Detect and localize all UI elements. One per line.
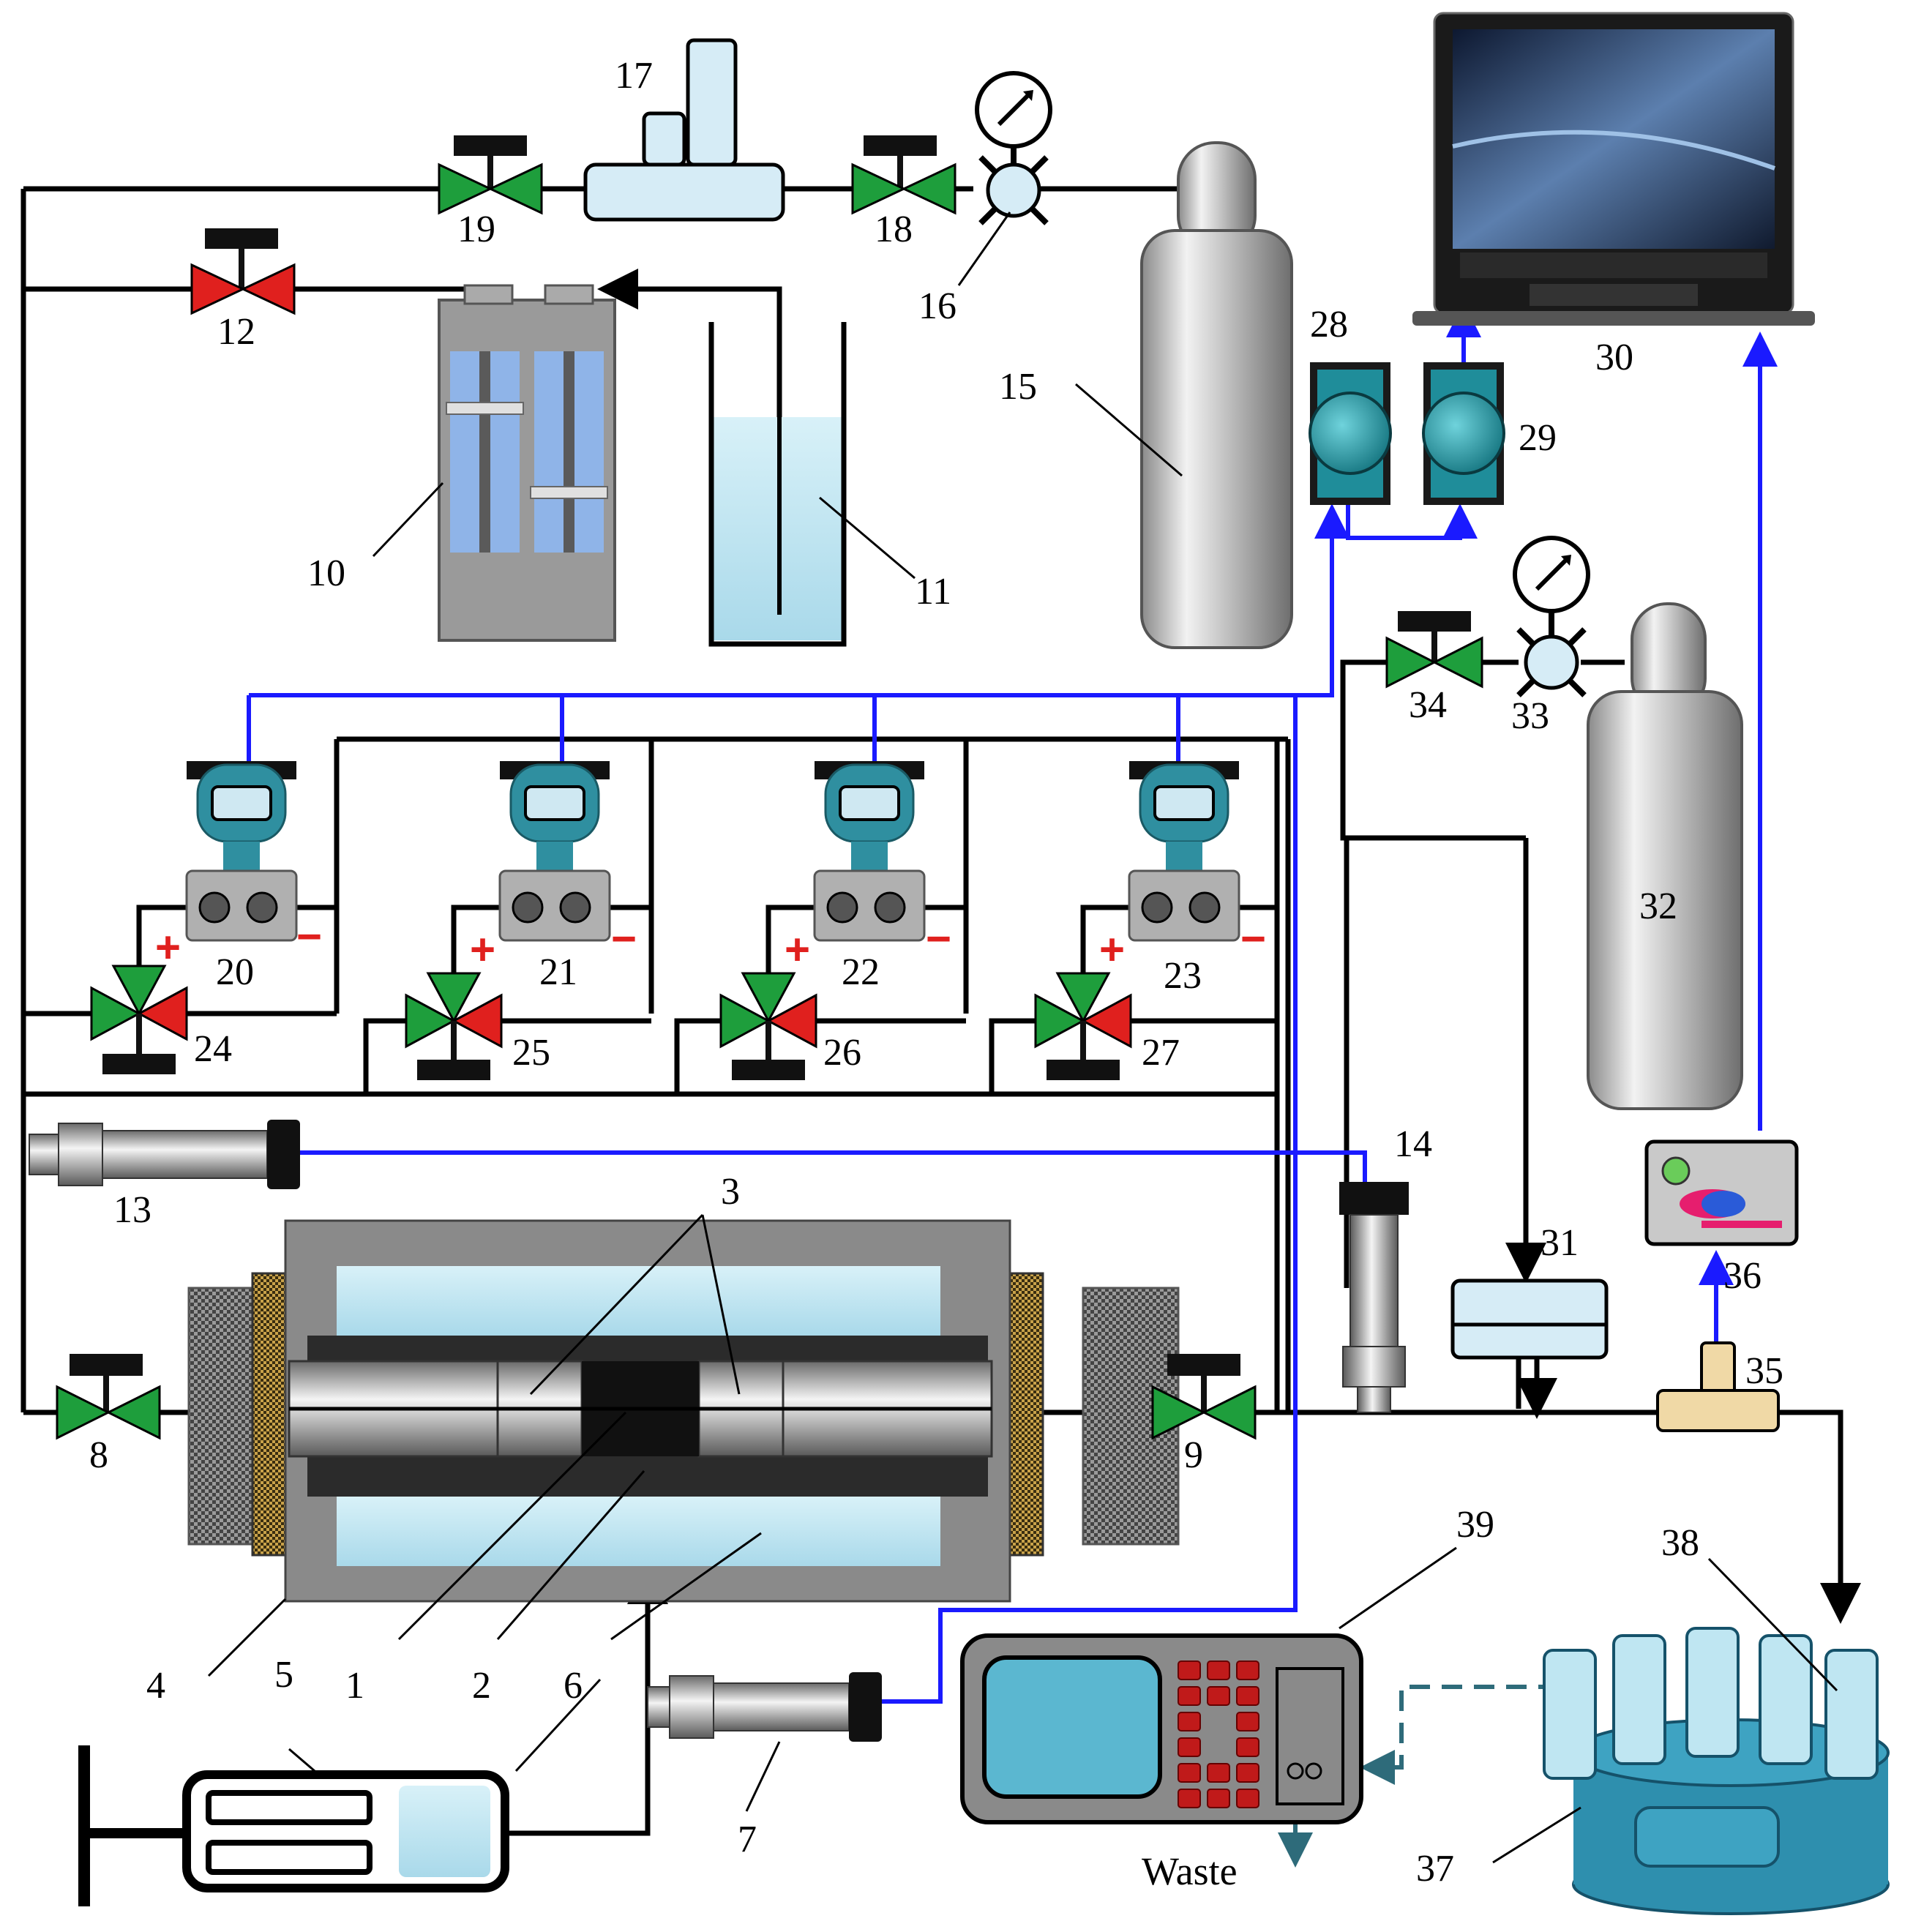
label-7: 7	[738, 1819, 757, 1860]
minus-sign-22: −	[926, 914, 951, 963]
label-29: 29	[1519, 417, 1557, 459]
component-labels: 1 2 3 4 5 6 7 8 9 10 11 12 13 14 15 16 1…	[89, 55, 1783, 1893]
plus-sign-22: +	[785, 925, 810, 974]
label-36: 36	[1723, 1255, 1762, 1297]
flowmeter-display-36	[1644, 1139, 1799, 1246]
label-12: 12	[217, 311, 255, 353]
label-38: 38	[1661, 1522, 1699, 1564]
leader-lines	[207, 211, 1838, 1864]
beaker-11	[708, 322, 847, 647]
pressure-sensor-13	[29, 1120, 300, 1189]
label-13: 13	[113, 1189, 151, 1231]
flow-meter-35	[1656, 1341, 1780, 1432]
three-way-valve-26[interactable]	[719, 972, 817, 1080]
label-9: 9	[1184, 1434, 1203, 1476]
transmitter-20	[185, 761, 298, 942]
valve-8[interactable]	[56, 1354, 161, 1440]
core-holder	[187, 1219, 1180, 1603]
transmitter-23	[1128, 761, 1240, 942]
label-35: 35	[1745, 1350, 1783, 1392]
polarity-signs: + − + − + − + −	[155, 912, 1266, 974]
label-11: 11	[915, 571, 951, 613]
label-25: 25	[512, 1032, 550, 1074]
gas-dryer-17	[583, 38, 785, 222]
plus-sign-20: +	[155, 923, 181, 972]
label-5: 5	[274, 1654, 293, 1696]
label-37: 37	[1416, 1848, 1454, 1890]
plus-sign-21: +	[470, 925, 495, 974]
label-3: 3	[721, 1171, 740, 1213]
pressure-sensor-14	[1339, 1182, 1409, 1413]
minus-sign-21: −	[611, 914, 637, 963]
label-21: 21	[539, 951, 577, 993]
minus-sign-23: −	[1240, 914, 1266, 963]
valve-34[interactable]	[1385, 611, 1483, 689]
label-16: 16	[918, 285, 956, 327]
three-way-valve-24[interactable]	[90, 965, 188, 1074]
label-15: 15	[999, 366, 1037, 408]
label-1: 1	[345, 1665, 364, 1707]
laptop-30[interactable]	[1412, 12, 1815, 326]
gas-cylinder-32	[1587, 602, 1743, 1110]
label-23: 23	[1164, 955, 1202, 997]
label-10: 10	[307, 553, 345, 594]
label-6: 6	[564, 1665, 583, 1707]
data-module-29	[1422, 362, 1505, 505]
valve-12[interactable]	[190, 228, 296, 315]
detector-39[interactable]	[960, 1633, 1363, 1824]
syringe-pump-5[interactable]	[78, 1745, 509, 1906]
data-module-28	[1309, 362, 1392, 505]
label-32: 32	[1639, 886, 1677, 927]
label-8: 8	[89, 1434, 108, 1476]
label-19: 19	[457, 209, 495, 250]
collection-tubes-38	[1543, 1627, 1879, 1780]
minus-sign-20: −	[296, 912, 322, 961]
signal-wires	[247, 302, 1778, 1704]
pressure-regulator-33[interactable]	[1513, 536, 1590, 697]
gas-cylinder-15	[1140, 141, 1293, 649]
valve-18[interactable]	[851, 135, 956, 215]
label-39: 39	[1456, 1504, 1494, 1546]
label-4: 4	[146, 1665, 165, 1707]
label-28: 28	[1310, 304, 1348, 345]
label-31: 31	[1540, 1222, 1579, 1264]
label-26: 26	[823, 1032, 861, 1074]
label-2: 2	[472, 1665, 491, 1707]
valve-19[interactable]	[438, 135, 543, 215]
transmitter-21	[498, 761, 611, 942]
label-14: 14	[1394, 1123, 1432, 1165]
label-20: 20	[216, 951, 254, 993]
label-27: 27	[1142, 1032, 1180, 1074]
separator-31	[1450, 1278, 1609, 1360]
label-18: 18	[875, 209, 913, 250]
transmitter-22	[813, 761, 926, 942]
label-22: 22	[842, 951, 880, 993]
three-way-valve-27[interactable]	[1034, 972, 1132, 1080]
valve-9[interactable]	[1151, 1354, 1257, 1440]
pressure-regulator-16[interactable]	[975, 71, 1052, 225]
label-30: 30	[1595, 337, 1633, 378]
plus-sign-23: +	[1099, 925, 1125, 974]
waste-label: Waste	[1142, 1849, 1238, 1893]
pressure-sensor-7	[647, 1672, 882, 1742]
label-17: 17	[615, 55, 653, 97]
label-24: 24	[194, 1028, 232, 1070]
three-way-valve-25[interactable]	[405, 972, 503, 1080]
humidifier-10	[438, 284, 616, 642]
label-34: 34	[1409, 684, 1447, 726]
label-33: 33	[1511, 695, 1549, 737]
